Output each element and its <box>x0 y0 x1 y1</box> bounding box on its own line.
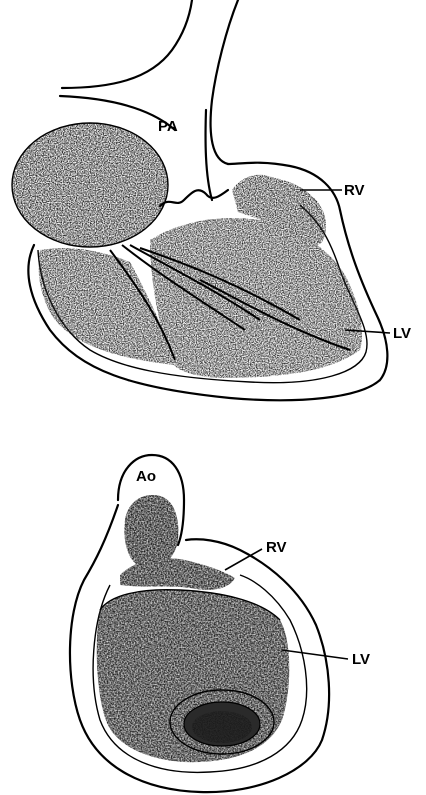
top-tissue-texture <box>12 123 362 378</box>
label-lv-bottom: LV <box>352 651 370 668</box>
label-pa: PA <box>158 118 178 135</box>
label-lv-top: LV <box>393 325 411 342</box>
bottom-heart-view: Ao RV LV <box>70 455 370 792</box>
top-heart-view: PA RV LV <box>12 0 411 400</box>
label-ao: Ao <box>136 468 156 485</box>
pulmonary-valve <box>160 190 228 206</box>
mitral-orifice <box>192 711 252 743</box>
vessel-line-left <box>62 0 192 88</box>
label-rv-top: RV <box>344 182 365 199</box>
lv-body <box>150 218 362 378</box>
label-rv-bottom: RV <box>266 539 287 556</box>
aortic-root-mass <box>124 495 178 568</box>
vessel-line-right <box>211 0 238 164</box>
leader-lv-bottom <box>282 650 348 659</box>
